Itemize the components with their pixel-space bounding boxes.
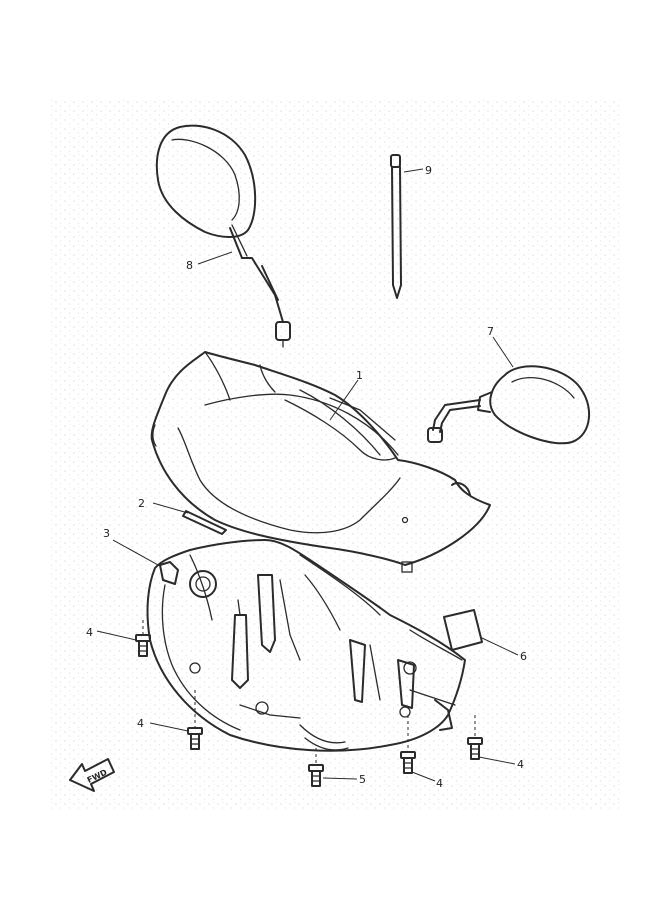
callout-4d: 4: [517, 758, 524, 771]
mirror-left-part-8: [155, 124, 291, 348]
handlebar-lower-cover: [146, 539, 466, 752]
callout-2: 2: [138, 497, 145, 510]
callout-6: 6: [520, 650, 527, 663]
screw-4d: [467, 737, 483, 760]
speckle-background: [50, 100, 620, 810]
strip-part-2: [182, 510, 227, 535]
callout-3: 3: [103, 527, 110, 540]
callout-4c: 4: [436, 777, 443, 790]
label-plate-part-6: [443, 609, 483, 651]
callout-labels: 1 2 3 4 4 4 4 5 6 7 8 9: [86, 164, 527, 790]
boss-part-3: [159, 561, 179, 585]
mirror-right-part-7: [427, 365, 591, 445]
callout-4a: 4: [86, 626, 93, 639]
callout-8: 8: [186, 259, 193, 272]
callout-4b: 4: [137, 717, 144, 730]
callout-9: 9: [425, 164, 432, 177]
screw-5: [308, 764, 324, 787]
callout-7: 7: [487, 325, 494, 338]
callout-1: 1: [356, 369, 363, 382]
assembly-lines: [142, 620, 476, 765]
handlebar-upper-cover-part-1: [150, 351, 491, 573]
callout-5: 5: [359, 773, 366, 786]
cable-tie-part-9: [390, 154, 402, 299]
leader-lines: [96, 168, 519, 782]
